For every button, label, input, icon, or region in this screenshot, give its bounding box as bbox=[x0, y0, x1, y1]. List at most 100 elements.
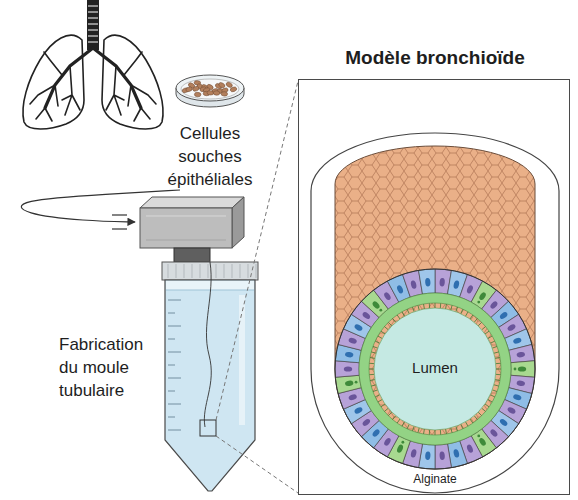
printer-side-face bbox=[232, 197, 244, 248]
cilium bbox=[496, 374, 501, 375]
cilium bbox=[495, 379, 500, 381]
epithelium-cylinder bbox=[335, 146, 535, 469]
cell-nucleus bbox=[344, 366, 352, 371]
trachea-ring bbox=[88, 6, 98, 7]
cilium bbox=[490, 395, 495, 397]
cap-rib bbox=[224, 264, 225, 278]
mucus-granule bbox=[477, 435, 480, 438]
cell bbox=[194, 92, 201, 97]
cilium bbox=[418, 305, 419, 310]
cilium bbox=[397, 419, 400, 423]
cilium bbox=[488, 400, 492, 403]
ring-outline bbox=[335, 269, 535, 469]
graduation bbox=[168, 313, 175, 314]
cilium bbox=[470, 419, 473, 423]
cilium bbox=[492, 390, 497, 392]
cap-rib bbox=[208, 264, 209, 278]
bronchiole bbox=[30, 52, 80, 121]
cilium bbox=[445, 304, 447, 309]
cilium bbox=[371, 385, 376, 386]
bronchus bbox=[45, 48, 93, 108]
cilium bbox=[371, 352, 376, 353]
zoom-line bbox=[216, 436, 298, 493]
cell bbox=[213, 91, 220, 96]
cell-nucleus bbox=[396, 444, 404, 454]
cell-nucleus bbox=[354, 406, 364, 415]
graduation bbox=[168, 430, 181, 431]
cilium bbox=[466, 312, 469, 316]
cell-nucleus bbox=[348, 337, 358, 345]
cilium bbox=[466, 422, 469, 426]
falcon-tube-shape bbox=[135, 195, 260, 493]
cap-rib bbox=[232, 264, 233, 278]
epithelial-cell bbox=[435, 444, 451, 469]
cilium bbox=[456, 426, 458, 431]
cilium bbox=[451, 428, 452, 433]
cilium bbox=[429, 430, 430, 435]
cap-rib bbox=[248, 264, 249, 278]
cilium bbox=[456, 307, 458, 312]
cilium bbox=[388, 412, 392, 416]
cilium bbox=[445, 429, 447, 434]
cilium bbox=[378, 400, 382, 403]
epithelial-ring bbox=[335, 269, 535, 469]
mucus-granule bbox=[355, 381, 358, 384]
trachea-rings bbox=[88, 6, 98, 42]
cell-nucleus bbox=[518, 366, 526, 371]
cell-nucleus bbox=[361, 311, 371, 320]
epithelial-cell bbox=[335, 375, 361, 393]
cell-nucleus bbox=[478, 291, 487, 301]
falcon-tube: Fabrication du moule tubulaire bbox=[135, 195, 260, 493]
cell-nucleus bbox=[466, 444, 474, 454]
node-label: Modèle bronchioïde bbox=[279, 46, 578, 70]
graduation bbox=[168, 365, 175, 366]
cell-nucleus bbox=[453, 280, 460, 289]
cilium bbox=[370, 357, 375, 359]
cell-nucleus bbox=[410, 449, 417, 458]
trachea-ring bbox=[88, 24, 98, 25]
cilium bbox=[482, 327, 486, 330]
cilium bbox=[429, 303, 430, 308]
cell bbox=[218, 82, 226, 89]
graduation bbox=[168, 339, 175, 340]
lung-outline bbox=[102, 35, 163, 129]
cell-nucleus bbox=[371, 300, 381, 310]
mucus-granule bbox=[514, 368, 517, 371]
cilium bbox=[423, 304, 425, 309]
cilium bbox=[402, 312, 405, 316]
cell-nucleus bbox=[516, 380, 525, 387]
cilium bbox=[412, 426, 414, 431]
cilium bbox=[494, 385, 499, 386]
bronchial-tree bbox=[30, 48, 93, 121]
cilium bbox=[423, 429, 425, 434]
cell-nucleus bbox=[425, 278, 431, 287]
cell-nucleus bbox=[507, 323, 517, 332]
cilium bbox=[418, 428, 419, 433]
model-panel: Modèle bronchioïdeAlginateLumen bbox=[298, 79, 570, 495]
graduation bbox=[168, 391, 175, 392]
cap-rib bbox=[168, 264, 169, 278]
cilium bbox=[402, 422, 405, 426]
cilium bbox=[440, 430, 441, 435]
cell-nucleus bbox=[499, 418, 509, 427]
printer-nozzle bbox=[174, 248, 210, 262]
cell-nucleus bbox=[489, 300, 499, 310]
cilium bbox=[397, 315, 400, 319]
cell-nucleus bbox=[453, 449, 460, 458]
cilium bbox=[375, 395, 380, 397]
cilium bbox=[407, 309, 409, 314]
cell-nucleus bbox=[499, 311, 509, 320]
cilium bbox=[375, 341, 380, 343]
cilium bbox=[485, 404, 489, 407]
cap-rib bbox=[192, 264, 193, 278]
cap-ribs bbox=[168, 264, 256, 278]
lumen-circle: Lumen bbox=[369, 303, 501, 435]
flow-arrow bbox=[21, 190, 180, 222]
trachea bbox=[87, 0, 99, 50]
graduation bbox=[168, 417, 175, 418]
epithelium-cells bbox=[335, 146, 535, 469]
printed-filament bbox=[204, 262, 211, 427]
cell-nucleus bbox=[348, 393, 358, 401]
cell-nucleus bbox=[383, 437, 392, 447]
trachea-ring bbox=[88, 18, 98, 19]
